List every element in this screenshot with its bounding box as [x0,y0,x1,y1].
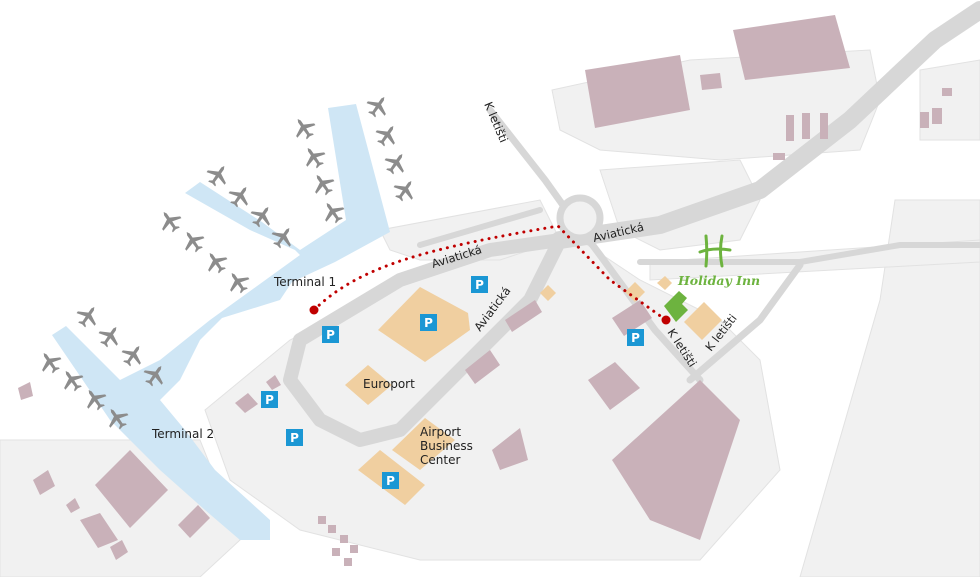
aircraft-icon [307,168,339,200]
svg-text:P: P [475,278,484,292]
svg-text:P: P [265,393,274,407]
parking-icon[interactable]: P [420,314,437,331]
abc-label-line3: Center [420,453,460,467]
hotel-building [664,291,688,322]
parking-icon[interactable]: P [261,391,278,408]
aircraft-icon [117,339,149,371]
aircraft-icon [154,205,186,237]
parking-markers: P P P P P P P [261,276,644,489]
aircraft-icon [371,119,403,151]
svg-text:P: P [631,331,640,345]
svg-text:P: P [326,328,335,342]
aircraft-icon [380,147,412,179]
abc-label-line1: Airport [420,425,461,439]
walking-route [309,224,671,325]
aircraft-icon [202,159,234,191]
airside-apron [52,104,390,540]
holiday-inn-logo[interactable]: Holiday Inn [677,234,760,288]
aircraft-icon [177,225,209,257]
europort-label: Europort [363,377,415,391]
parking-icon[interactable]: P [382,472,399,489]
terminal-1-label: Terminal 1 [273,275,336,289]
aircraft-icon [288,112,320,144]
holiday-inn-h-icon [698,234,732,268]
svg-text:P: P [386,474,395,488]
parking-icon[interactable]: P [471,276,488,293]
roundabout [556,194,604,242]
route-start-dot [309,305,319,315]
svg-text:P: P [290,431,299,445]
parking-icon[interactable]: P [286,429,303,446]
terminal-2-label: Terminal 2 [151,427,214,441]
route-end-dot [661,315,671,325]
buildings [18,15,952,566]
aircraft-icon [94,320,126,352]
svg-text:P: P [424,316,433,330]
aircraft-icon [200,246,232,278]
parking-icon[interactable]: P [627,329,644,346]
aircraft-icon [298,141,330,173]
hotel-name: Holiday Inn [677,273,760,288]
aircraft-icon [362,90,394,122]
aircraft-icon [34,346,66,378]
aircraft-icon [389,174,421,206]
aircraft-icon [72,300,104,332]
abc-label-line2: Business [420,439,473,453]
road-label-k-letisti: K letišti [481,100,511,145]
parking-icon[interactable]: P [322,326,339,343]
